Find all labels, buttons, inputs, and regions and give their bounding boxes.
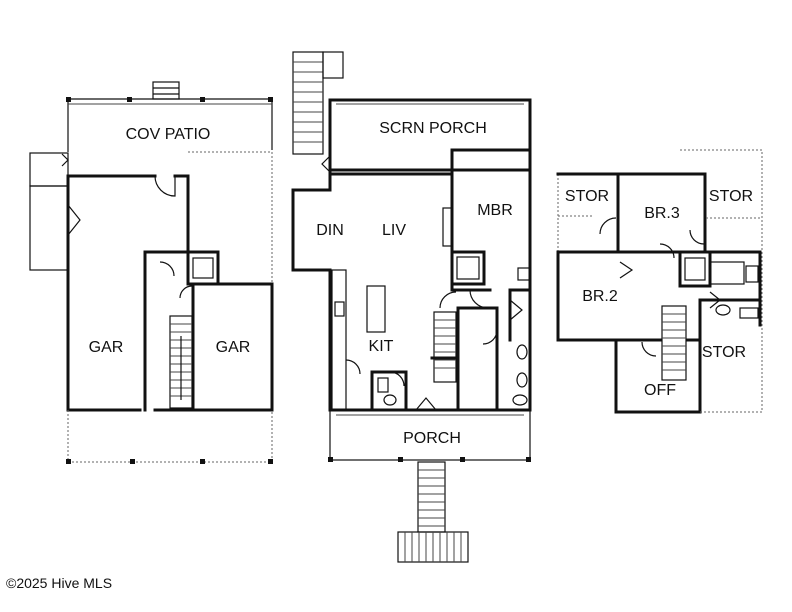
label-din: DIN	[316, 222, 344, 239]
label-garage-left: GAR	[89, 339, 124, 356]
label-kit: KIT	[369, 338, 394, 355]
label-off: OFF	[644, 382, 676, 399]
label-stor-bottom-right: STOR	[702, 344, 746, 361]
upper-floor-plan	[556, 149, 763, 414]
main-floor-plan	[291, 51, 532, 563]
label-br2: BR.2	[582, 288, 618, 305]
label-mbr: MBR	[477, 202, 513, 219]
label-liv: LIV	[382, 222, 406, 239]
label-stor-top-left: STOR	[565, 188, 609, 205]
ground-floor-plan	[29, 81, 274, 464]
label-garage-right: GAR	[216, 339, 251, 356]
label-stor-top-right: STOR	[709, 188, 753, 205]
copyright-text: ©2025 Hive MLS	[6, 575, 112, 591]
label-scrn-porch: SCRN PORCH	[379, 120, 487, 137]
label-porch: PORCH	[403, 430, 461, 447]
label-br3: BR.3	[644, 205, 680, 222]
label-cov-patio: COV PATIO	[126, 126, 211, 143]
